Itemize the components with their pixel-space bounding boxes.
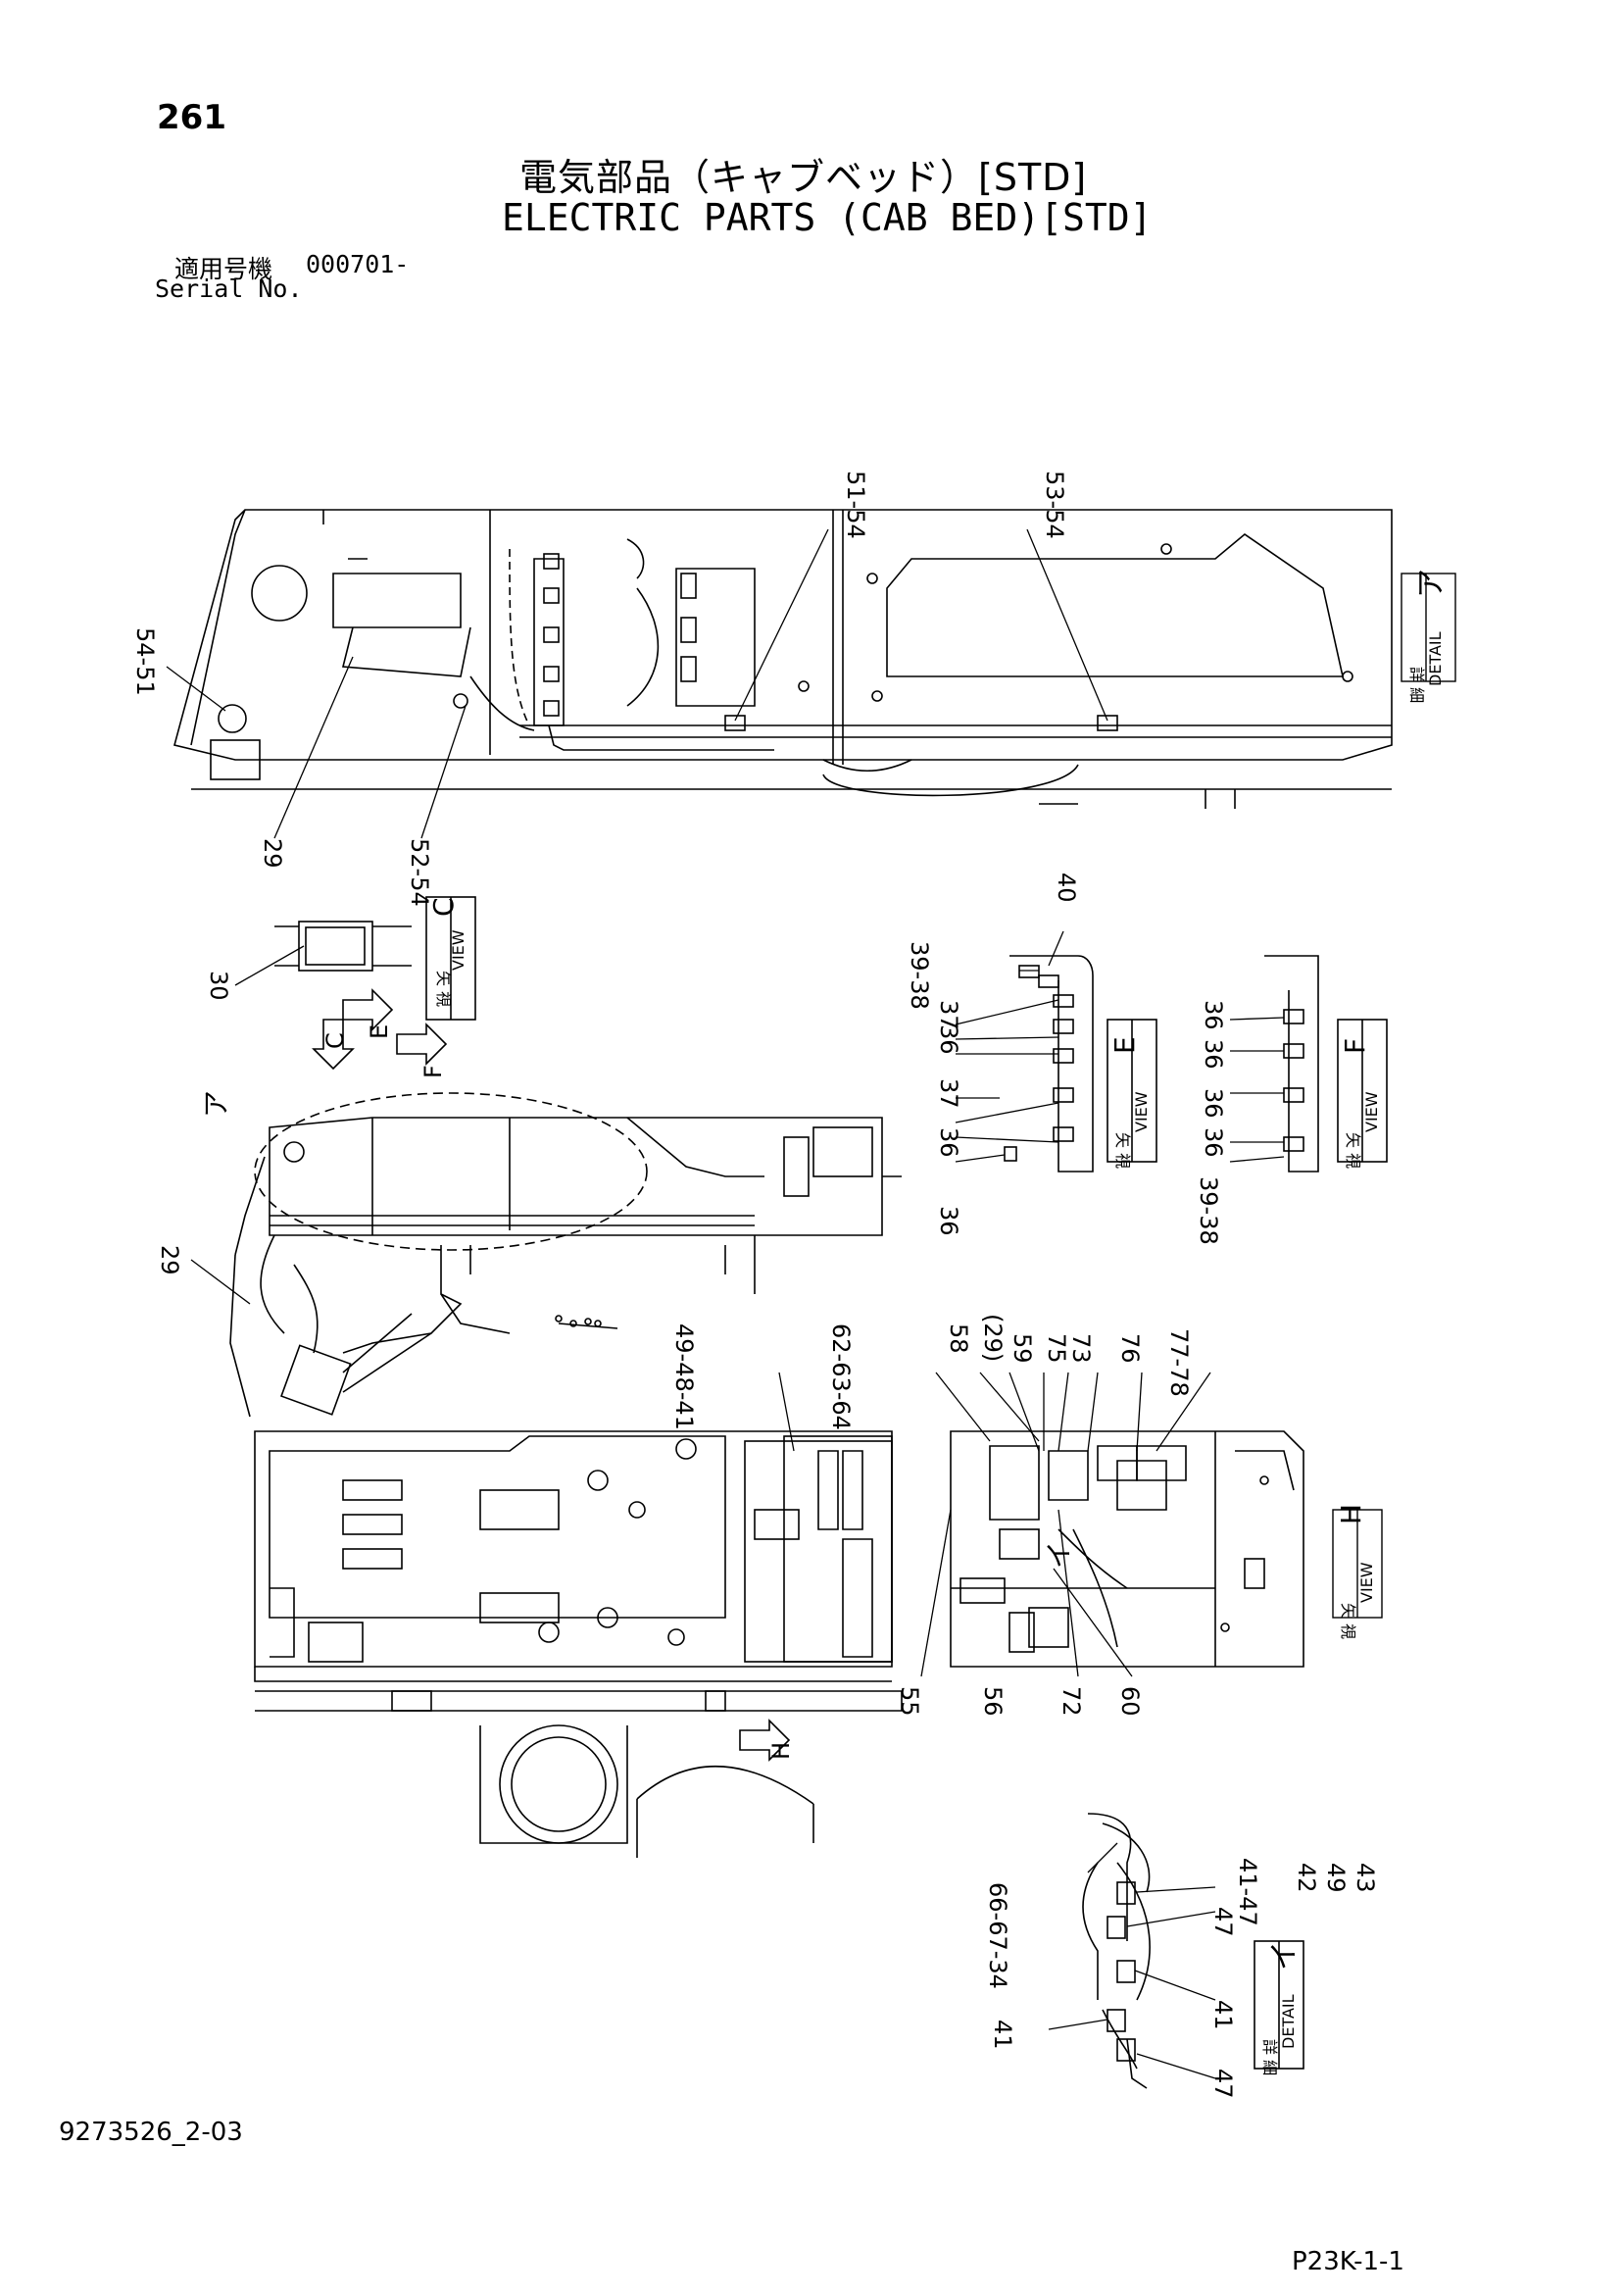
view-f-letter: F [1339,1038,1371,1054]
arrow-f-letter: F [419,1065,447,1078]
view-e-en: VIEW [1132,1091,1151,1132]
view-h-letter: H [1335,1504,1367,1524]
callout-29-paren: (29) [979,1314,1007,1362]
side-view [229,1092,902,1418]
callout-36-f3: 36 [1200,1088,1227,1119]
callout-41-a: 41 [1209,2000,1237,2030]
callout-60: 60 [1116,1686,1144,1717]
callout-39-38-e: 39-38 [906,941,933,1010]
view-c-letter: C [427,897,460,917]
view-arrows [312,988,791,1762]
callout-41-47: 41-47 [1234,1858,1261,1926]
callout-49: 49 [1322,1863,1350,1893]
callout-37-e2: 37 [935,1078,962,1109]
callout-36-f2: 36 [1200,1039,1227,1070]
callout-numbers: 51-54 53-54 54-51 29 52-54 30 40 39-38 3… [131,471,1379,2099]
top-view-frame [173,509,1393,809]
callout-53-54: 53-54 [1041,471,1068,539]
view-c-en: VIEW [449,929,467,971]
callout-42: 42 [1293,1863,1320,1893]
callout-56: 56 [979,1686,1007,1717]
callout-66-67-34: 66-67-34 [984,1882,1011,1989]
label-frames [1332,573,1456,1619]
callout-76: 76 [1116,1333,1144,1364]
page-title-japanese: 電気部品（キャブベッド）[STD] [519,156,1088,199]
view-e-jp: 矢 視 [1113,1132,1132,1169]
floor-view [254,1430,1304,1858]
view-c-part [274,896,476,1021]
callout-51-54: 51-54 [842,471,869,539]
mark-a: ア [200,1090,232,1118]
detail-i-en: DETAIL [1279,1994,1298,2049]
callout-54-51: 54-51 [131,627,159,696]
detail-i-harness [1082,1813,1304,2089]
callout-47-b: 47 [1209,2069,1237,2099]
callout-41-b: 41 [989,2020,1016,2050]
callout-36-e3: 36 [935,1206,962,1236]
callout-36-e1: 36 [935,1024,962,1055]
serial-label-japanese: 適用号機 [174,255,273,283]
callout-30: 30 [205,971,232,1001]
mark-i: イ [1043,1541,1075,1569]
callout-29-top: 29 [259,838,286,869]
view-c-jp: 矢 視 [434,971,453,1007]
document-number: 9273526_2-03 [59,2118,243,2147]
arrow-c-letter: C [321,1032,349,1049]
callout-49-48-41: 49-48-41 [670,1323,698,1430]
view-f-bracket [1264,955,1388,1173]
detail-a-en: DETAIL [1426,631,1445,686]
callout-29-side: 29 [156,1245,183,1275]
view-e-bracket [1004,955,1157,1173]
view-h-jp: 矢 視 [1339,1603,1357,1639]
callout-62-63-64: 62-63-64 [827,1323,855,1430]
callout-73: 73 [1067,1333,1095,1364]
page-title-english: ELECTRIC PARTS (CAB BED)[STD] [502,196,1153,239]
leader-lines [166,528,1285,2079]
callout-39-38-f: 39-38 [1195,1176,1222,1245]
arrow-e-letter: E [366,1024,393,1039]
callout-37-e1: 37 [935,1000,962,1030]
detail-i-letter: イ [1267,1941,1302,1971]
callout-40: 40 [1053,873,1080,903]
page-number: 261 [157,98,226,137]
callout-58: 58 [945,1323,972,1354]
sheet-code: P23K-1-1 [1292,2247,1404,2276]
serial-label-english: Serial No. [155,275,303,303]
callout-75: 75 [1043,1333,1070,1364]
view-f-jp: 矢 視 [1344,1132,1362,1169]
callout-43: 43 [1352,1863,1379,1893]
arrow-h-letter: H [767,1742,795,1760]
view-h-en: VIEW [1357,1562,1376,1603]
view-f-en: VIEW [1362,1091,1381,1132]
view-labels: 矢 視 VIEW C 矢 視 VIEW E 矢 視 VIEW F 矢 視 VIE… [200,569,1449,2075]
detail-a-jp: 詳 細 [1407,667,1426,703]
callout-36-f1: 36 [1200,1000,1227,1030]
serial-number-value: 000701- [306,250,410,278]
view-e-letter: E [1108,1036,1141,1054]
callout-47-a: 47 [1209,1907,1237,1937]
callout-52-54: 52-54 [406,838,433,907]
callout-72: 72 [1057,1686,1085,1717]
detail-i-jp: 詳 細 [1260,2039,1279,2075]
callout-36-f4: 36 [1200,1127,1227,1158]
callout-55: 55 [896,1686,923,1717]
callout-59: 59 [1008,1333,1036,1364]
callout-36-e2: 36 [935,1127,962,1158]
callout-77-78: 77-78 [1165,1328,1193,1397]
